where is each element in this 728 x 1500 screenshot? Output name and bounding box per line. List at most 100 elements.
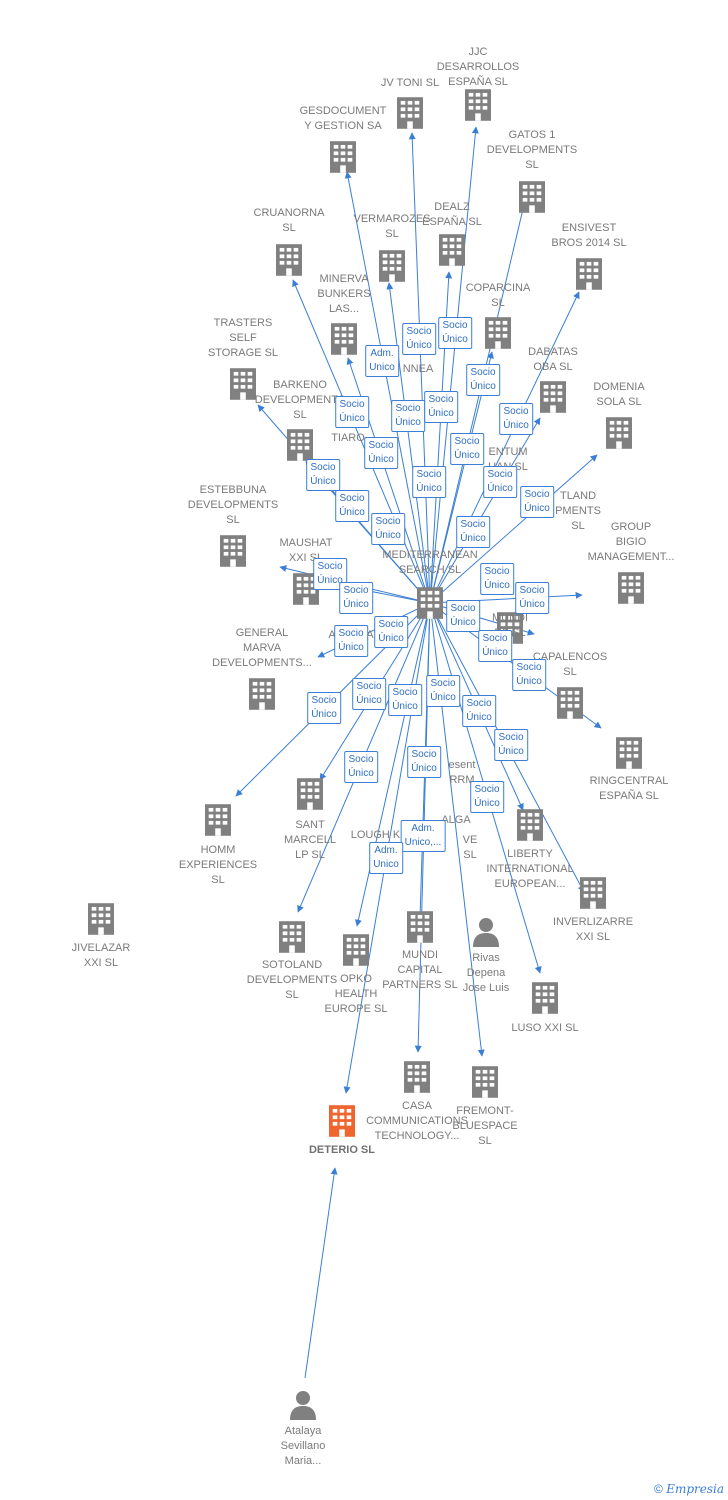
node-label-19[interactable]: GENERAL MARVA DEVELOPMENTS...: [212, 627, 312, 669]
edge-label-19[interactable]: Socio Único: [480, 563, 514, 595]
node-label-25[interactable]: LIBERTY INTERNATIONAL EUROPEAN...: [486, 848, 574, 890]
node-label-4[interactable]: GATOS 1 DEVELOPMENTS SL: [486, 129, 578, 171]
edge-label-2[interactable]: Socio Único: [438, 317, 472, 349]
node-label-26[interactable]: JIVELAZAR XXI SL: [71, 942, 131, 969]
edge-label-13[interactable]: Socio Único: [412, 466, 446, 498]
building-icon-30[interactable]: [407, 911, 433, 943]
building-icon-21[interactable]: [557, 687, 583, 719]
node-label-18[interactable]: GROUP BIGIO MANAGEMENT...: [587, 521, 675, 563]
node-label-23[interactable]: HOMM EXPERIENCES SL: [178, 844, 258, 886]
building-icon-1[interactable]: [465, 89, 491, 121]
building-icon-13[interactable]: [606, 417, 632, 449]
building-icon-9[interactable]: [331, 323, 357, 355]
node-label-22[interactable]: RINGCENTRAL ESPAÑA SL: [589, 775, 669, 802]
partial-node-label-8: VE SL: [462, 834, 478, 861]
node-label-3[interactable]: GESDOCUMENT Y GESTION SA: [299, 105, 387, 132]
edge-label-15[interactable]: Socio Único: [335, 490, 369, 522]
edge-label-25[interactable]: Socio Único: [478, 630, 512, 662]
edge-label-9[interactable]: Socio Único: [499, 403, 533, 435]
node-label-24[interactable]: SANT MARCELL LP SL: [284, 819, 336, 861]
node-label-14[interactable]: BARKENO DEVELOPMENTS SL: [254, 379, 346, 421]
building-icon-3[interactable]: [330, 141, 356, 173]
node-label-9[interactable]: MINERVA BUNKERS LAS...: [317, 273, 371, 315]
node-label-30[interactable]: MUNDI CAPITAL PARTNERS SL: [382, 949, 458, 991]
edge-label-26[interactable]: Socio Único: [512, 659, 546, 691]
edge-13: [429, 454, 598, 604]
edge-12: [429, 417, 541, 604]
footer-brand[interactable]: © Empresia: [654, 1482, 724, 1496]
node-label-28[interactable]: SOTOLAND DEVELOPMENTS SL: [246, 959, 338, 1001]
building-icon-34[interactable]: [472, 1066, 498, 1098]
node-label-16[interactable]: MAUSHAT XXI SL: [279, 537, 333, 564]
node-label-35[interactable]: DETERIO SL: [308, 1144, 375, 1156]
edge-label-12[interactable]: Socio Único: [306, 459, 340, 491]
edge-label-6[interactable]: Socio Único: [335, 396, 369, 428]
node-label-7[interactable]: CRUANORNA SL: [253, 207, 325, 234]
node-label-8[interactable]: ENSIVEST BROS 2014 SL: [551, 222, 627, 249]
node-label-2[interactable]: JV TONI SL: [380, 77, 440, 89]
node-label-11[interactable]: TRASTERS SELF STORAGE SL: [207, 317, 279, 359]
edge-label-35[interactable]: Socio Único: [470, 781, 504, 813]
building-icon-25[interactable]: [517, 809, 543, 841]
building-icon-19[interactable]: [249, 678, 275, 710]
edge-label-21[interactable]: Socio Único: [515, 582, 549, 614]
node-label-12[interactable]: DABATAS OBA SL: [528, 346, 578, 373]
edge-label-30[interactable]: Socio Único: [426, 675, 460, 707]
edge-label-31[interactable]: Socio Único: [462, 695, 496, 727]
building-icon-4[interactable]: [519, 181, 545, 213]
node-label-32[interactable]: LUSO XXI SL: [511, 1022, 579, 1034]
building-icon-28[interactable]: [279, 921, 305, 953]
node-label-27[interactable]: INVERLIZARRE XXI SL: [552, 916, 634, 943]
person-icon-31[interactable]: [473, 918, 499, 947]
edge-label-22[interactable]: Socio Único: [446, 600, 480, 632]
edge-label-28[interactable]: Socio Único: [307, 692, 341, 724]
edge-label-4[interactable]: Socio Único: [402, 323, 436, 355]
building-icon-17[interactable]: [417, 587, 443, 619]
edge-label-3[interactable]: Adm. Unico: [365, 345, 399, 377]
node-label-6[interactable]: VERMAROZES SL: [353, 213, 431, 240]
edge-label-37[interactable]: Adm. Unico: [369, 842, 403, 874]
edge-label-18[interactable]: Socio Único: [456, 516, 490, 548]
edge-label-5[interactable]: Socio Único: [466, 364, 500, 396]
node-label-31[interactable]: Rivas Depena Jose Luis: [462, 952, 510, 994]
node-label-15[interactable]: ESTEBBUNA DEVELOPMENTS SL: [187, 484, 279, 526]
partial-node-label-7: ALGA: [441, 814, 471, 826]
node-label-10[interactable]: COPARCINA SL: [465, 282, 531, 309]
node-label-33[interactable]: CASA COMMUNICATIONS TECHNOLOGY...: [366, 1100, 468, 1142]
building-icon-26[interactable]: [88, 903, 114, 935]
building-icon-24[interactable]: [297, 778, 323, 810]
edge-label-32[interactable]: Socio Único: [494, 729, 528, 761]
building-icon-18[interactable]: [618, 572, 644, 604]
node-label-29[interactable]: OPKO HEALTH EUROPE SL: [324, 973, 388, 1015]
building-icon-22[interactable]: [616, 737, 642, 769]
edge-label-24[interactable]: Socio Único: [374, 616, 408, 648]
edge-label-33[interactable]: Socio Único: [344, 751, 378, 783]
person-icon-36[interactable]: [290, 1391, 316, 1420]
edge-label-29[interactable]: Socio Único: [388, 684, 422, 716]
edge-label-16[interactable]: Socio Único: [520, 486, 554, 518]
edge-label-11[interactable]: Socio Único: [364, 437, 398, 469]
node-label-34[interactable]: FREMONT- BLUESPACE SL: [452, 1105, 518, 1147]
building-icon-23[interactable]: [205, 804, 231, 836]
edge-label-8[interactable]: Socio Único: [424, 391, 458, 423]
building-icon-8[interactable]: [576, 258, 602, 290]
building-icon-33[interactable]: [404, 1061, 430, 1093]
node-label-21[interactable]: CAPALENCOS SL: [532, 651, 608, 678]
node-label-36[interactable]: Atalaya Sevillano Maria...: [280, 1425, 326, 1467]
edge-label-36[interactable]: Adm. Unico,...: [400, 820, 446, 852]
edge-label-14[interactable]: Socio Único: [483, 466, 517, 498]
edge-label-10[interactable]: Socio Único: [450, 433, 484, 465]
node-label-1[interactable]: JJC DESARROLLOS ESPAÑA SL: [436, 46, 520, 88]
edge-label-34[interactable]: Socio Único: [407, 746, 441, 778]
node-label-5[interactable]: DEALZ ESPAÑA SL: [422, 201, 482, 228]
edge-4: [429, 191, 529, 604]
partial-node-label-9: esent RRM: [448, 759, 476, 786]
edge-label-20[interactable]: Socio Único: [339, 582, 373, 614]
edge-label-27[interactable]: Socio Único: [352, 678, 386, 710]
building-icon-14[interactable]: [287, 429, 313, 461]
node-label-17[interactable]: MEDITERRANEAN SEARCH SL: [382, 549, 478, 576]
edge-label-17[interactable]: Socio Único: [371, 513, 405, 545]
edge-label-7[interactable]: Socio Único: [391, 400, 425, 432]
edge-label-23[interactable]: Socio Único: [334, 625, 368, 657]
node-label-13[interactable]: DOMENIA SOLA SL: [593, 381, 645, 408]
